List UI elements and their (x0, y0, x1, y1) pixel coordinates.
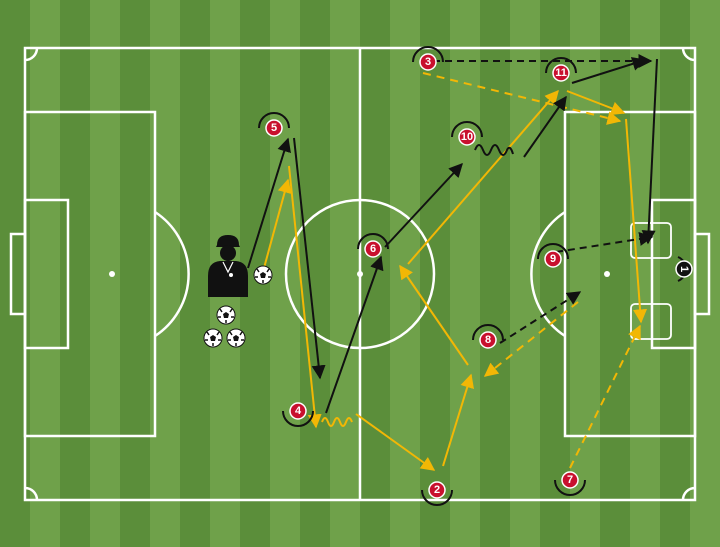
player-token (419, 53, 437, 71)
player-marker: 3 (412, 46, 444, 71)
player-token (544, 250, 562, 268)
grass-stripe (180, 0, 210, 547)
player-token (552, 64, 570, 82)
corner-arc-top-left (24, 47, 39, 62)
player-token (428, 481, 446, 499)
grass-stripe (30, 0, 60, 547)
player-token (265, 119, 283, 137)
pitch-markings (9, 46, 711, 502)
centre-circle (284, 198, 436, 350)
player-token (675, 260, 693, 278)
grass-stripe (60, 0, 90, 547)
left-goal (9, 232, 27, 316)
player-direction-arc (357, 233, 389, 250)
grass-stripe (450, 0, 480, 547)
player-direction-arc (412, 46, 444, 63)
left-penalty-spot (109, 271, 115, 277)
player-number: 8 (485, 334, 491, 346)
player-direction-arc (451, 121, 483, 138)
ball-icon (203, 328, 223, 348)
grass-stripe (90, 0, 120, 547)
black-movements (247, 54, 658, 414)
player-direction-arc (545, 57, 577, 74)
player-number: 3 (425, 56, 431, 68)
player-direction-arc (472, 324, 504, 341)
player-marker: 2 (421, 481, 453, 506)
player-number: 9 (550, 253, 556, 265)
goalkeeper-marker: 1 (675, 256, 693, 282)
ball-icon (253, 265, 273, 285)
player-number: 5 (271, 122, 277, 134)
player-token (364, 240, 382, 258)
player-marker: 9 (537, 243, 569, 268)
player-number: 7 (567, 474, 573, 486)
player-number: 10 (461, 131, 473, 143)
player-number: 11 (555, 67, 567, 79)
player-number: 2 (434, 484, 440, 496)
player-token (561, 471, 579, 489)
coach-icon (208, 235, 248, 297)
grass-stripe (510, 0, 540, 547)
right-penalty-spot (604, 271, 610, 277)
corner-arc-bottom-right (681, 486, 696, 501)
player-marker: 8 (472, 324, 504, 349)
player-marker: 4 (282, 402, 314, 427)
yellow-movements (263, 72, 648, 471)
player-marker: 5 (258, 112, 290, 137)
grass-stripe (570, 0, 600, 547)
ball-icon (216, 305, 236, 325)
grass-stripe (480, 0, 510, 547)
player-token (479, 331, 497, 349)
ball-icon (226, 328, 246, 348)
player-direction-arc (554, 479, 586, 496)
player-token (458, 128, 476, 146)
player-marker: 6 (357, 233, 389, 258)
player-direction-arc (282, 410, 314, 427)
player-number: 1 (678, 266, 690, 272)
player-token (289, 402, 307, 420)
player-direction-arc (421, 489, 453, 506)
players: 1 2 3 4 5 6 7 8 9 10 11 (258, 46, 693, 506)
player-number: 4 (295, 405, 302, 417)
player-marker: 7 (554, 471, 586, 496)
left-penalty-arc (154, 210, 190, 338)
corner-arc-top-right (681, 47, 696, 62)
grass-stripe (330, 0, 360, 547)
corner-arc-bottom-left (24, 486, 39, 501)
player-number: 6 (370, 243, 376, 255)
player-direction-arc (258, 112, 290, 129)
grass-stripe (300, 0, 330, 547)
player-marker: 10 (451, 121, 483, 146)
ball-group (203, 265, 273, 348)
right-goal (693, 232, 711, 316)
centre-spot (357, 271, 363, 277)
player-marker: 11 (545, 57, 577, 82)
player-direction-arc (537, 243, 569, 260)
grass-stripe (120, 0, 150, 547)
